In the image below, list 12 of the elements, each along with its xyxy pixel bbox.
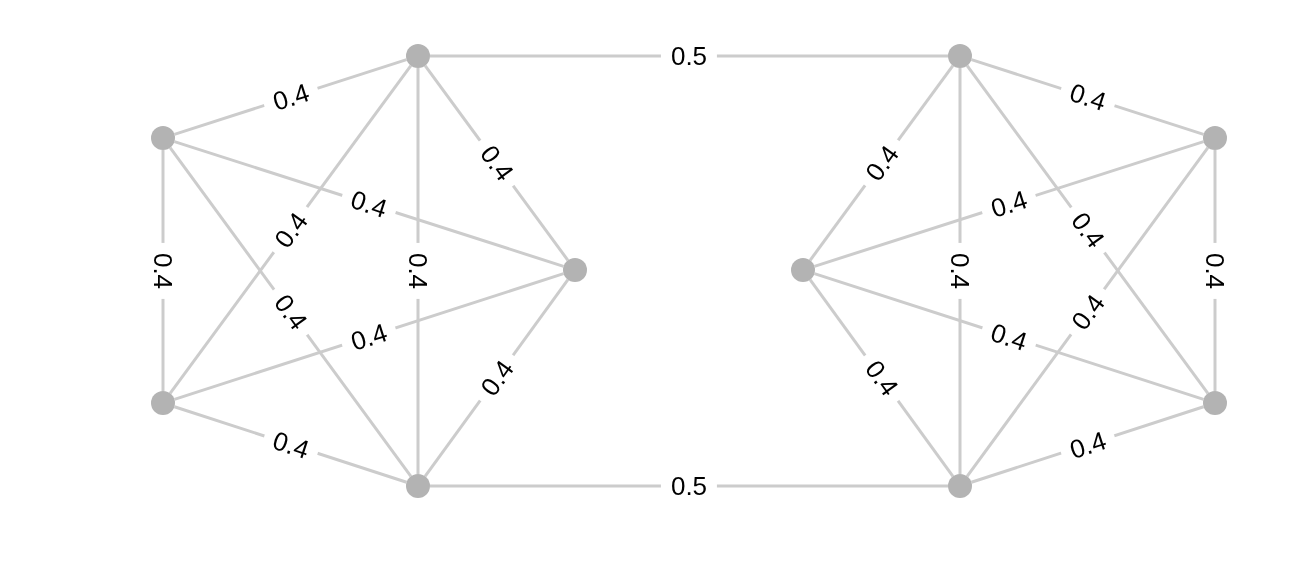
graph-node xyxy=(791,258,815,282)
graph-node xyxy=(406,44,430,68)
edge-line xyxy=(430,54,948,58)
graph-node xyxy=(406,474,430,498)
graph-node xyxy=(948,44,972,68)
graph-node xyxy=(151,391,175,415)
graph-node xyxy=(151,126,175,150)
edge-line xyxy=(430,484,948,488)
graph-node xyxy=(563,258,587,282)
graph-node xyxy=(1203,391,1227,415)
graph-node xyxy=(1203,126,1227,150)
graph-node xyxy=(948,474,972,498)
